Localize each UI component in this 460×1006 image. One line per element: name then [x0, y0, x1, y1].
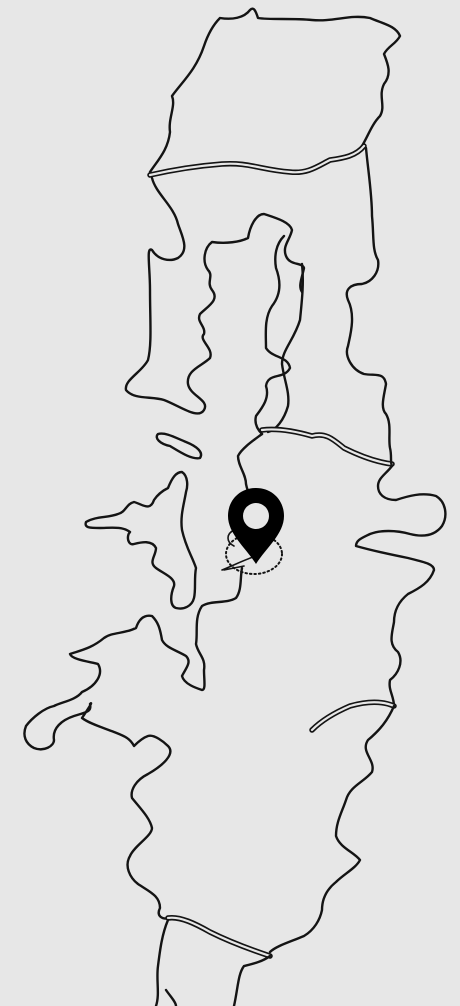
peninsula-west — [84, 470, 198, 610]
border-middle-inner — [260, 428, 394, 466]
coast-south-west-tail — [154, 918, 170, 1006]
border-south-inner — [166, 916, 272, 958]
map-pin-icon[interactable] — [228, 488, 284, 564]
region-south — [23, 566, 244, 920]
coast-south-east-tail — [232, 954, 272, 1006]
coast-south — [268, 704, 396, 954]
bay-border-inner — [310, 701, 396, 732]
coast-east-middle — [345, 146, 394, 468]
region-west — [124, 176, 306, 415]
valley-line-west — [254, 234, 292, 436]
coast-south-mid-tail — [164, 988, 178, 1006]
island-small — [155, 432, 203, 460]
border-north-inner — [148, 144, 366, 177]
coast-east-south — [354, 464, 447, 708]
region-north — [148, 7, 402, 174]
valley-line-east — [266, 262, 305, 434]
